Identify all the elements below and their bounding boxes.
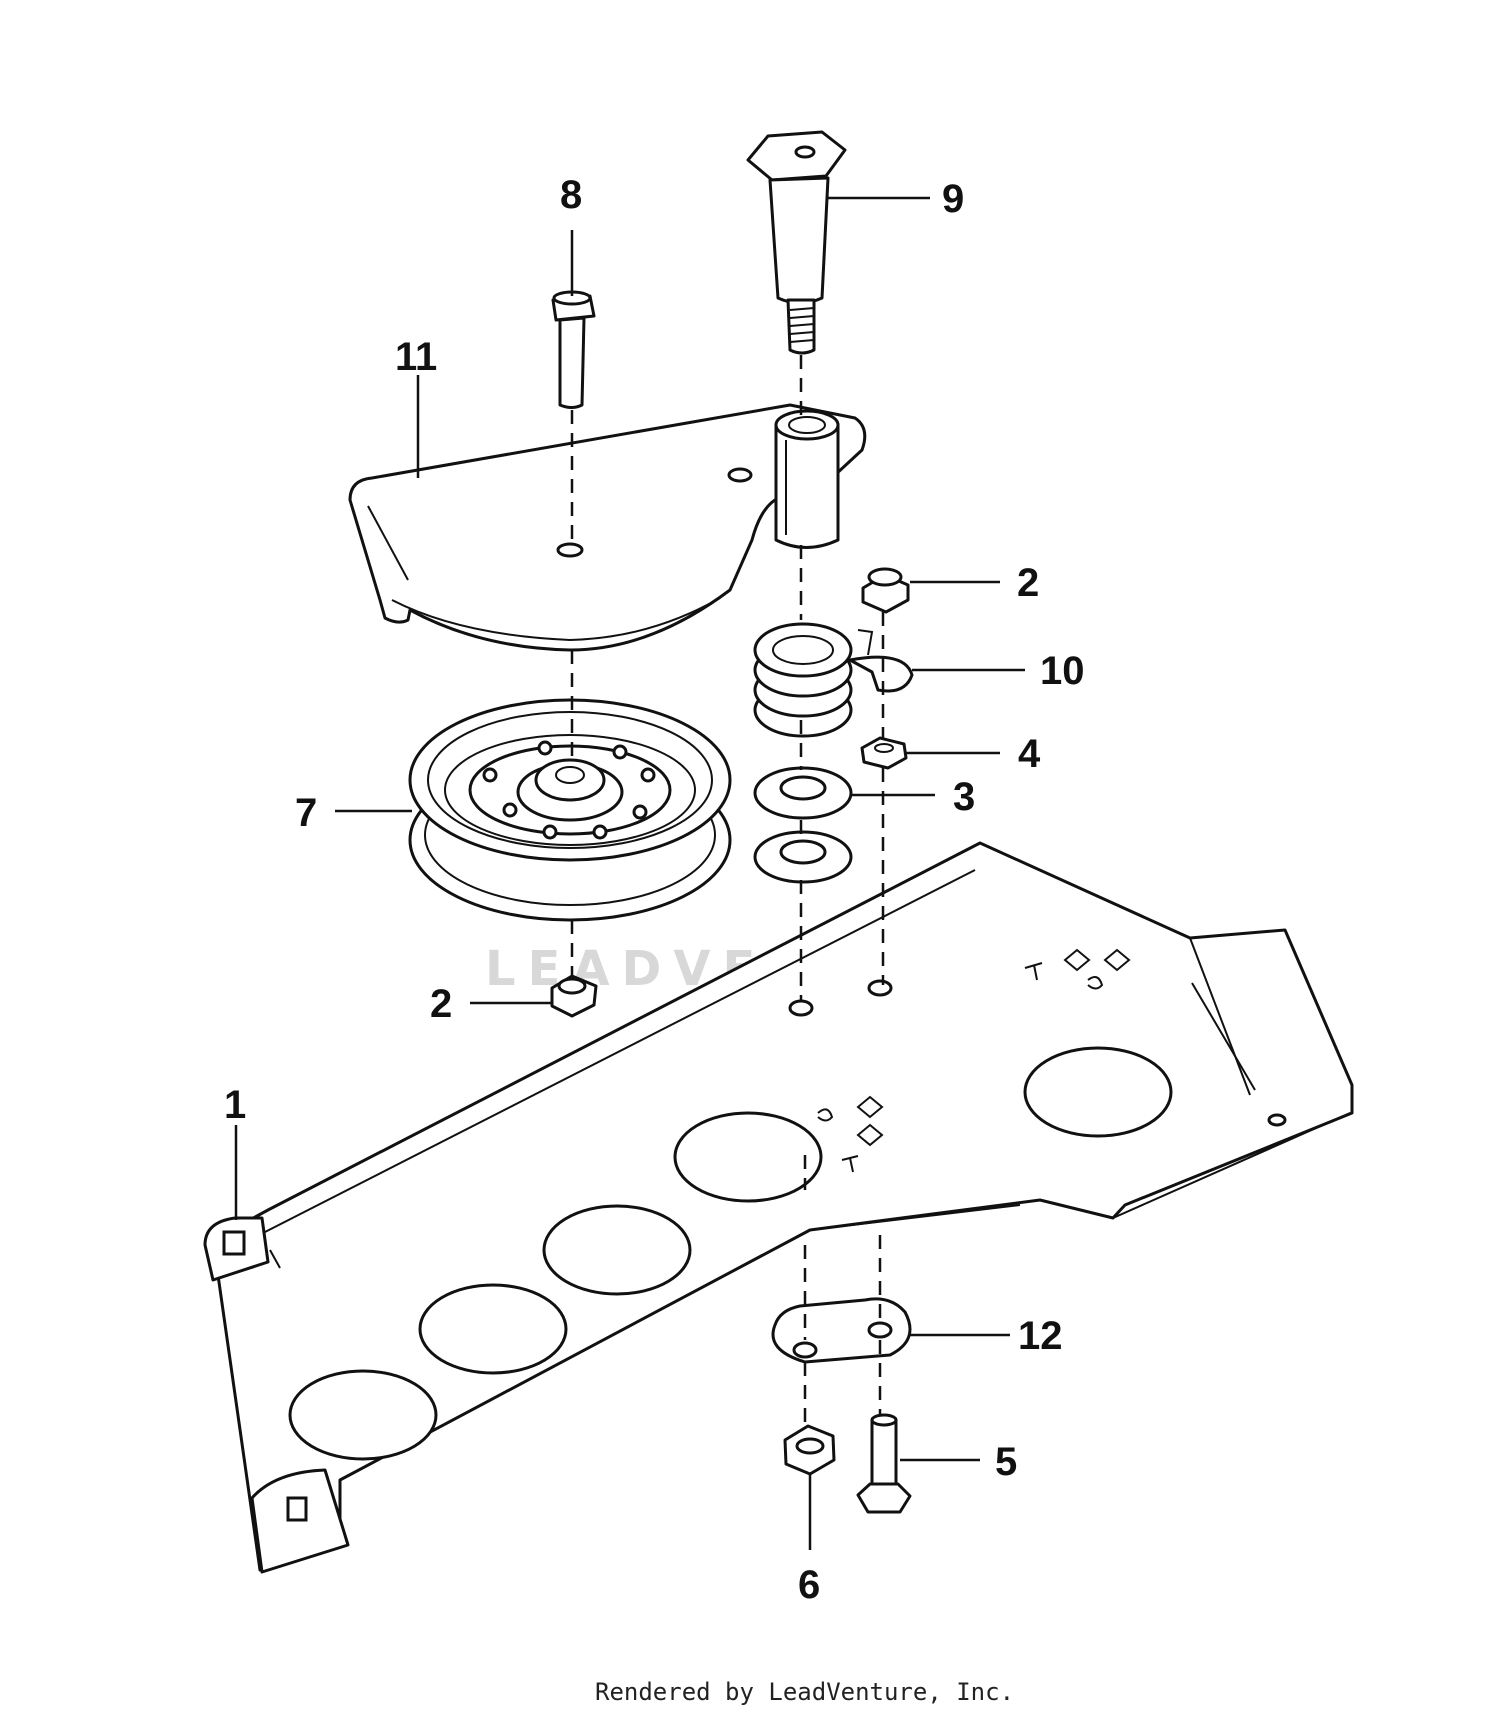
part-2-nut-lower[interactable] (550, 974, 598, 1018)
deck-hole-2 (418, 1283, 568, 1375)
callout-7: 7 (295, 791, 317, 835)
callout-2-upper: 2 (1017, 561, 1039, 605)
part-2-nut-upper[interactable] (861, 567, 910, 614)
assembly-centerlines (570, 355, 885, 1428)
callout-8: 8 (560, 173, 582, 217)
callout-labels: 1 2 2 3 4 5 6 7 8 9 10 11 12 (224, 173, 1085, 1607)
part-7-idler-pulley[interactable] (408, 698, 732, 922)
callout-12: 12 (1018, 1314, 1063, 1358)
part-11-idler-bracket[interactable] (348, 403, 867, 652)
part-9-shoulder-bolt[interactable] (746, 130, 847, 355)
pulley-bolts (482, 740, 656, 840)
callout-9: 9 (942, 177, 964, 221)
callout-3: 3 (953, 775, 975, 819)
part-3-washer-lower[interactable] (753, 830, 853, 884)
callout-5: 5 (995, 1440, 1017, 1484)
part-3-washer[interactable] (753, 766, 853, 820)
leader-lines (234, 196, 1025, 1550)
callout-10: 10 (1040, 649, 1085, 693)
part-4-nut[interactable] (860, 736, 908, 770)
deck-hole-5 (1023, 1046, 1173, 1138)
callout-2-lower: 2 (430, 982, 452, 1026)
part-12-plate[interactable] (771, 1297, 912, 1364)
deck-hole-1 (288, 1369, 438, 1461)
callout-6: 6 (798, 1563, 820, 1607)
part-5-bolt[interactable] (856, 1413, 912, 1514)
part-1-deck-plate[interactable] (203, 841, 1354, 1574)
part-10-spring[interactable] (753, 622, 914, 738)
part-8-bolt[interactable] (551, 290, 596, 409)
part-6-nut[interactable] (783, 1424, 836, 1476)
deck-hole-4 (673, 1111, 823, 1203)
deck-hole-3 (542, 1204, 692, 1296)
callout-1: 1 (224, 1083, 246, 1127)
deck-markings (817, 948, 1131, 1173)
footer-credit: Rendered by LeadVenture, Inc. (595, 1678, 1014, 1706)
callout-11: 11 (395, 335, 437, 379)
callout-4: 4 (1018, 732, 1041, 776)
